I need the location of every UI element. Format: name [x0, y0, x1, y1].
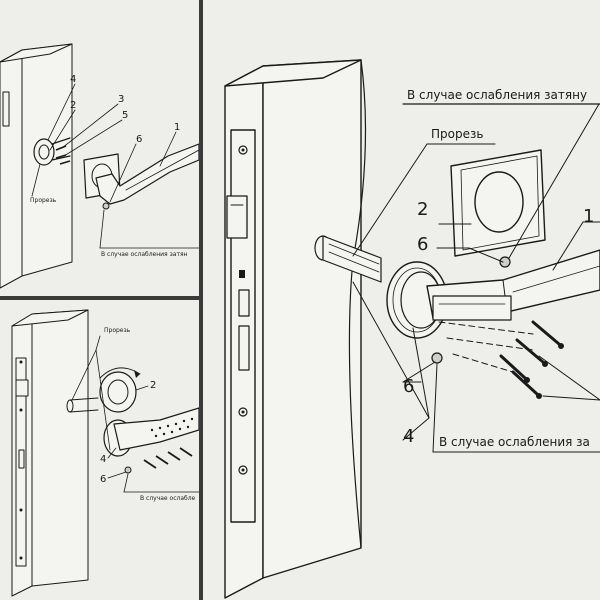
- callout-6: 6: [136, 134, 142, 145]
- grub-screw-6-top: [499, 256, 511, 268]
- lever-handle: [103, 407, 199, 457]
- loosening-note-top: В случае ослабления затяну: [407, 88, 587, 102]
- slot-label: Прорезь: [104, 327, 131, 334]
- callout-4: 4: [70, 74, 76, 85]
- rosette-base: [386, 261, 448, 339]
- callout-6: 6: [100, 474, 106, 485]
- bottom-left-diagram: Прорезь 2 4 6 В случае ослабле: [11, 309, 199, 597]
- spindle: [66, 397, 99, 413]
- door-block: [11, 309, 89, 597]
- rosette-assembly: [33, 137, 71, 166]
- mortise-lock-faceplate: [226, 129, 256, 523]
- callout-4: 4: [403, 426, 414, 447]
- right-diagram: В случае ослабления затяну Прорезь: [224, 59, 600, 599]
- callout-1: 1: [583, 206, 594, 227]
- panel-right-assembly: В случае ослабления затяну Прорезь: [203, 0, 600, 600]
- panel-top-left-assembly: 4 2 3 5 6 1 Прорезь В случае ослабления …: [0, 0, 199, 296]
- slot-label: Прорезь: [431, 127, 483, 141]
- callout-6-bottom: 6: [403, 376, 414, 397]
- callout-2: 2: [417, 199, 428, 220]
- callout-2: 2: [70, 100, 76, 111]
- loosening-note: В случае ослабления затян: [101, 251, 188, 258]
- spindle: [314, 235, 382, 283]
- alignment-lines: [438, 321, 534, 373]
- square-rose: [450, 149, 546, 257]
- round-rose: [99, 367, 141, 413]
- callout-6-top: 6: [417, 234, 428, 255]
- fixing-screws: [499, 320, 564, 399]
- fixing-screws: [143, 447, 193, 469]
- leader-lines: [352, 143, 600, 453]
- loosening-note: В случае ослабле: [140, 495, 196, 502]
- grub-screw-6-bottom: [431, 352, 443, 364]
- panel-bottom-left-assembly: Прорезь 2 4 6 В случае ослабле: [0, 300, 199, 600]
- loosening-note-bottom: В случае ослабления за: [439, 435, 590, 449]
- lever-handle: [95, 143, 199, 205]
- top-left-diagram: 4 2 3 5 6 1 Прорезь В случае ослабления …: [0, 43, 199, 289]
- callout-4: 4: [100, 454, 106, 465]
- grub-screw-6: [124, 466, 132, 474]
- callout-5: 5: [122, 110, 128, 121]
- slot-label: Прорезь: [30, 197, 57, 204]
- leader-lines: [71, 335, 199, 493]
- callout-3: 3: [118, 94, 124, 105]
- grub-screw-6: [102, 202, 110, 210]
- callout-2: 2: [150, 380, 156, 391]
- door-block: [0, 43, 73, 289]
- lever-handle: [426, 249, 600, 321]
- leader-lines: [31, 83, 199, 249]
- callout-1: 1: [174, 122, 180, 133]
